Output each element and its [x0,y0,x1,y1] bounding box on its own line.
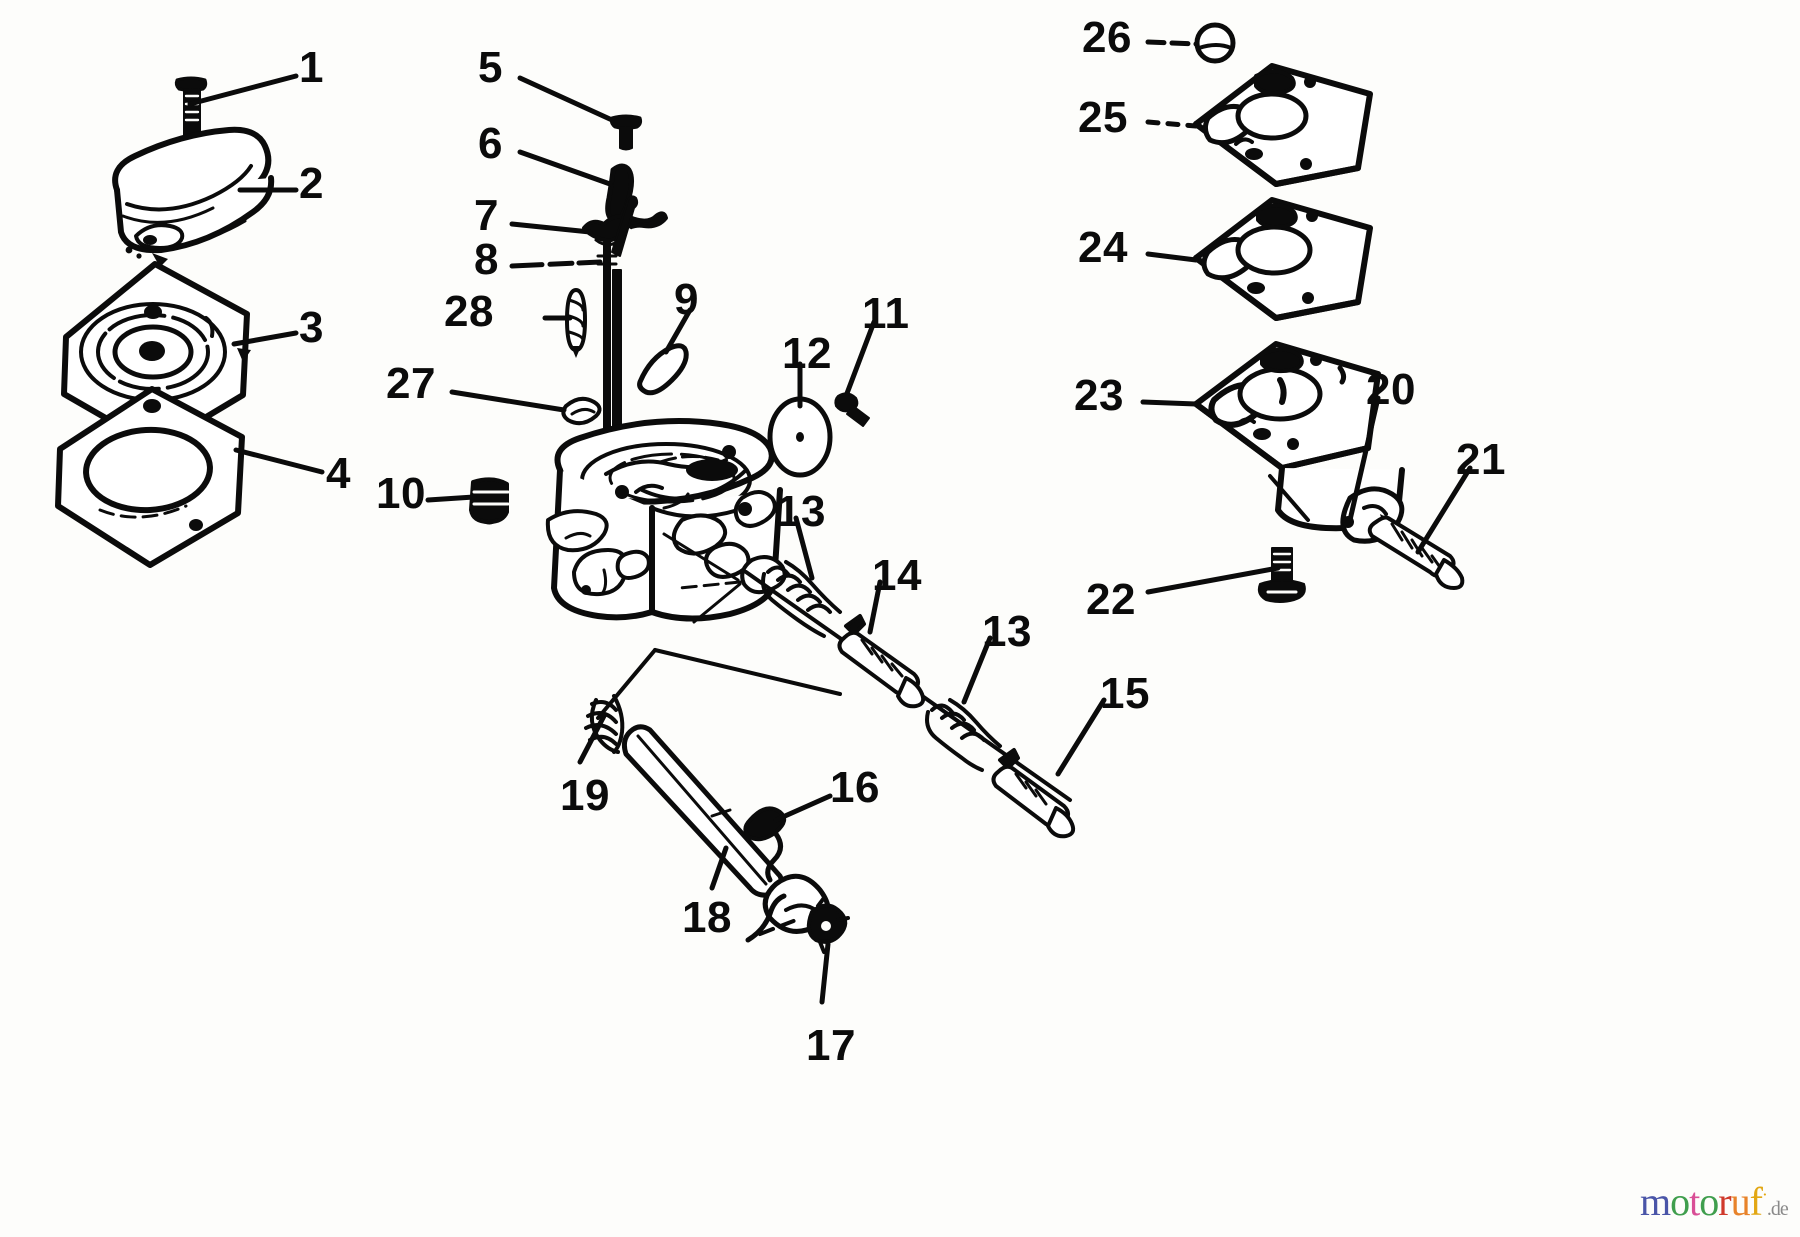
part-15-idle-speed-needle [991,748,1076,839]
leader-3 [231,330,299,347]
leader-26 [1145,39,1199,47]
leader-lines [187,39,1473,1005]
callout-19[interactable]: 19 [560,771,610,820]
leader-13b [961,635,993,705]
logo-dot-accent: · [1761,1184,1768,1205]
callout-16[interactable]: 16 [830,763,880,812]
callout-17[interactable]: 17 [806,1021,856,1070]
callout-14[interactable]: 14 [872,551,922,600]
leader-27 [449,389,567,413]
callout-18[interactable]: 18 [682,893,732,942]
part-1-pump-cover-screw [174,76,208,141]
part-14-high-speed-needle [837,614,926,709]
part-26-metering-cover-plug [1194,22,1236,64]
leader-20 [1347,395,1381,523]
callout-7[interactable]: 7 [474,191,499,240]
leader-15 [1055,697,1107,777]
leader-6 [517,149,613,187]
part-21-body-screw [1367,514,1465,590]
leader-16 [773,793,833,823]
logo-suffix-de: .de [1766,1198,1789,1220]
leader-19 [577,713,607,765]
callout-3[interactable]: 3 [299,303,324,352]
part-13-spring-upper [761,560,842,638]
part-25-metering-diaphragm [1193,63,1373,187]
callout-10[interactable]: 10 [376,469,426,518]
carburetor-body [545,418,787,624]
logo-letter-o-3: o [1699,1179,1719,1224]
callout-4[interactable]: 4 [326,449,351,498]
part-22-metering-cover-screw [1257,547,1306,603]
part-16-throttle-return-tab [743,806,787,883]
part-5-inlet-lever-screw [609,114,643,151]
callout-22[interactable]: 22 [1086,575,1136,624]
logo-letter-f-6: f [1749,1179,1763,1224]
callout-25[interactable]: 25 [1078,93,1128,142]
callout-28[interactable]: 28 [444,287,494,336]
callout-13-lower[interactable]: 13 [982,607,1032,656]
callout-15[interactable]: 15 [1100,669,1150,718]
part-13-spring-lower [925,698,1002,772]
leader-24 [1145,251,1199,263]
leader-1 [187,73,299,107]
needle-assembly [744,560,1076,839]
part-12-throttle-plate [767,396,833,478]
leader-5 [517,75,615,123]
leader-25 [1145,119,1199,129]
logo-letter-t-2: t [1689,1179,1700,1224]
leader-8 [509,259,603,269]
leader-22 [1145,565,1281,595]
leader-10 [425,494,477,503]
leader-21 [1415,465,1473,555]
part-17-throttle-shaft-clip [806,896,850,954]
motoruf-logo[interactable]: motoruf·.de [1640,1179,1789,1224]
callout-23[interactable]: 23 [1074,371,1124,420]
callout-26[interactable]: 26 [1082,13,1132,62]
leader-23 [1140,399,1199,407]
part-9-circuit-plate [637,343,689,396]
callout-21[interactable]: 21 [1456,435,1506,484]
logo-letter-m-0: m [1640,1179,1671,1224]
callout-12[interactable]: 12 [782,329,832,378]
callout-8[interactable]: 8 [474,235,499,284]
leader-11 [843,319,877,399]
part-4-fuel-pump-gasket [55,386,245,568]
callout-20[interactable]: 20 [1366,365,1416,414]
logo-letter-u-5: u [1730,1179,1751,1224]
part-27-welch-plug [561,396,602,426]
callout-5[interactable]: 5 [478,43,503,92]
part-11-throttle-plate-screw [834,392,870,427]
part-10-inlet-screen [469,477,510,525]
callout-9[interactable]: 9 [674,275,699,324]
leader-9 [663,307,693,355]
callout-1[interactable]: 1 [299,43,324,92]
callout-13-upper[interactable]: 13 [776,487,826,536]
leader-7 [509,221,593,235]
callout-27[interactable]: 27 [386,359,436,408]
callout-6[interactable]: 6 [478,119,503,168]
leader-17 [819,941,831,1005]
leader-4 [233,447,325,475]
callout-24[interactable]: 24 [1078,223,1128,272]
leader-13a [793,515,815,581]
leader-14 [867,579,883,635]
leader-18 [709,845,729,891]
part-24-metering-diaphragm-gasket [1193,197,1373,321]
logo-letter-o-1: o [1670,1179,1690,1224]
callout-2[interactable]: 2 [299,159,324,208]
part-28-inlet-needle-spring [565,288,587,358]
part-2-fuel-pump-cover [112,126,275,267]
callout-11[interactable]: 11 [862,289,910,338]
logo-letter-r-4: r [1718,1179,1731,1224]
